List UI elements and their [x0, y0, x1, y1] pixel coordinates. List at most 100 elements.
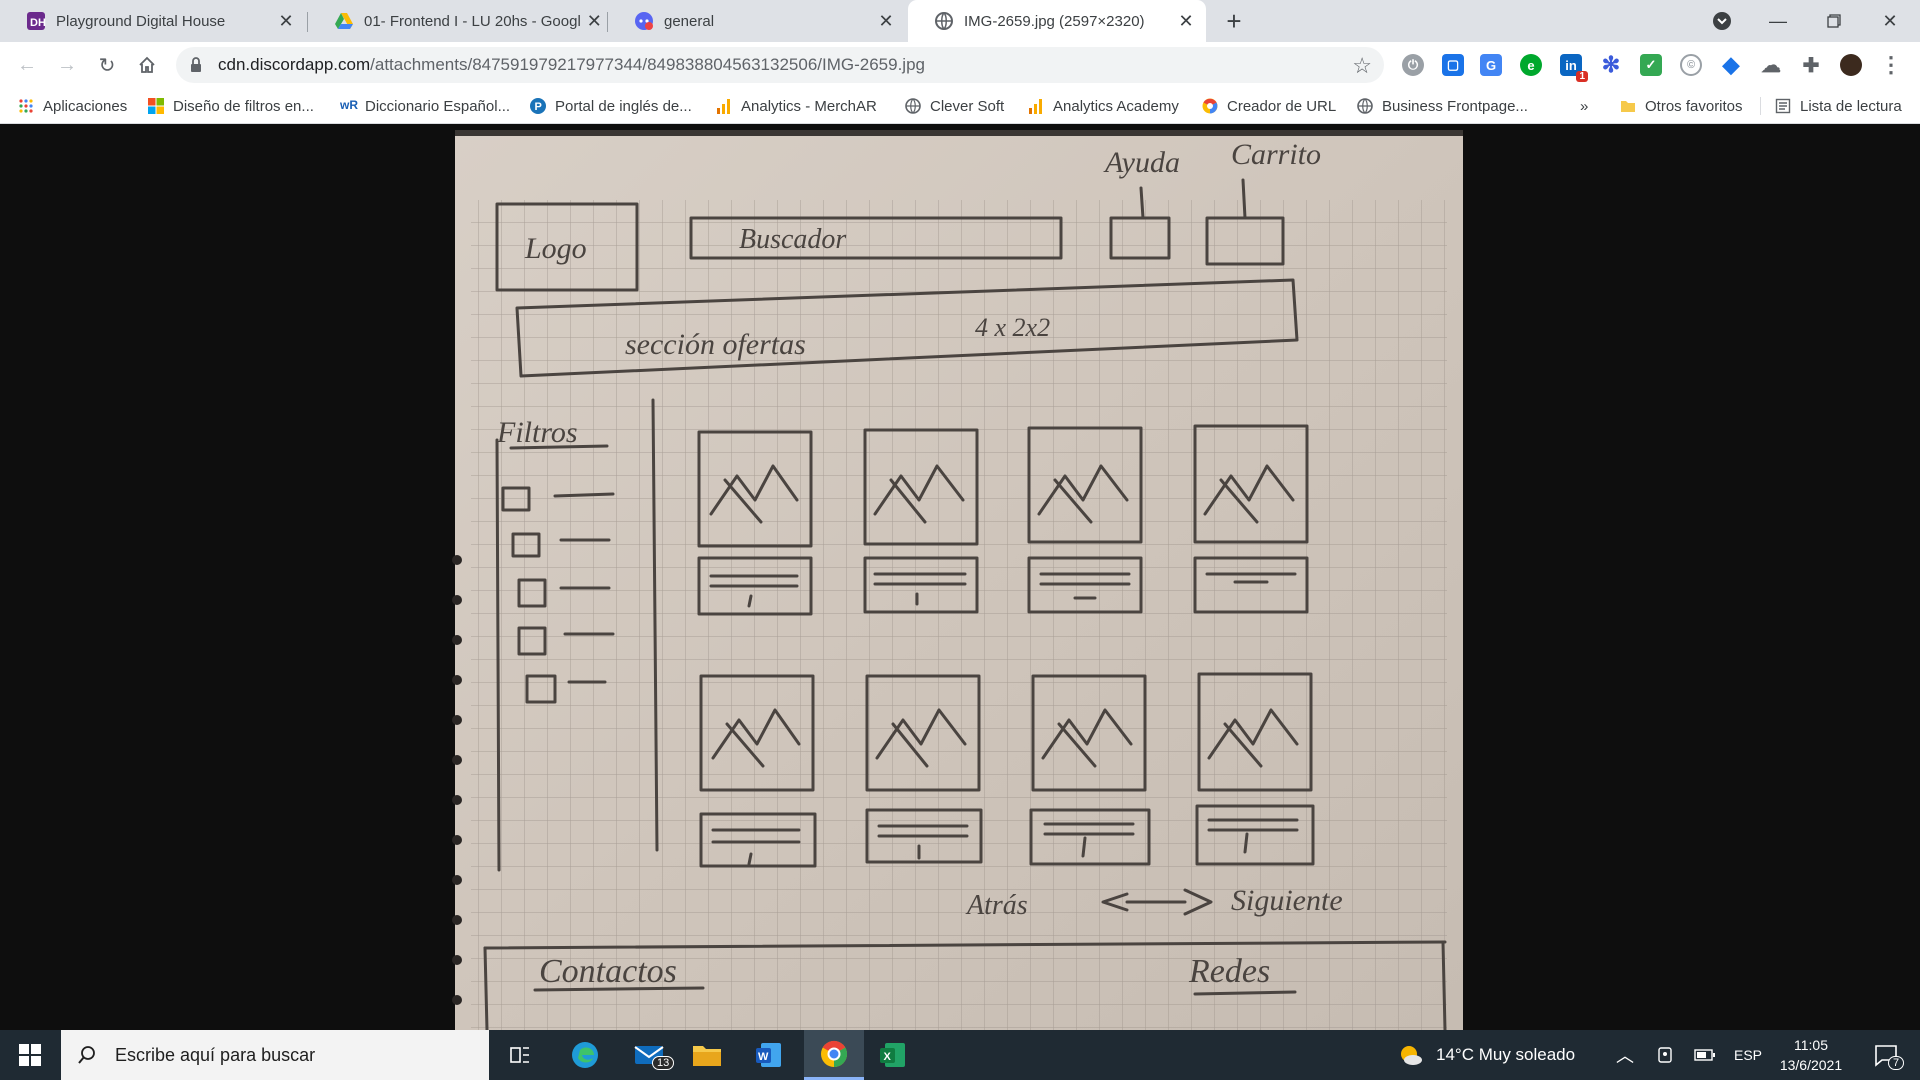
- back-button[interactable]: ←: [17, 53, 37, 76]
- sketch-banner-label: sección ofertas: [625, 328, 806, 361]
- tab-frontend-drive[interactable]: 01- Frontend I - LU 20hs - Googl ✕: [308, 0, 606, 42]
- sketch-filter-checkbox: [517, 578, 547, 608]
- wireframe-sketch-photo[interactable]: Ayuda Carrito Logo Buscador sección ofer…: [452, 130, 1463, 1032]
- linkedin-badge: 1: [1576, 71, 1588, 82]
- language-indicator[interactable]: ESP: [1730, 1030, 1766, 1080]
- restore-button[interactable]: [1806, 0, 1862, 42]
- tab-discord-general[interactable]: general ✕: [608, 0, 906, 42]
- sketch-help-label: Ayuda: [1103, 146, 1180, 179]
- notification-center-button[interactable]: 7: [1866, 1030, 1906, 1080]
- menu-kebab-icon[interactable]: ⋮: [1880, 52, 1902, 77]
- sun-cloud-icon: [1401, 1046, 1422, 1065]
- sketch-footer-sides: [483, 940, 1447, 1032]
- checkmark-icon[interactable]: ✓: [1640, 54, 1662, 76]
- evernote-icon[interactable]: e: [1520, 54, 1542, 76]
- sketch-logo-label: Logo: [524, 232, 587, 265]
- close-tab-icon[interactable]: ✕: [586, 10, 602, 31]
- analytics-icon: [1029, 99, 1042, 114]
- close-tab-icon[interactable]: ✕: [878, 10, 894, 31]
- home-button[interactable]: [130, 48, 164, 82]
- bookmark-clever-soft[interactable]: Clever Soft: [905, 96, 1004, 116]
- clock[interactable]: 11:05 13/6/2021: [1776, 1030, 1846, 1080]
- sketch-product-card: [1195, 672, 1315, 866]
- edge-icon: [572, 1042, 598, 1068]
- tab-search-button[interactable]: [1694, 0, 1750, 42]
- battery-icon[interactable]: [1690, 1030, 1720, 1080]
- taskbar-chrome-active[interactable]: [804, 1030, 864, 1080]
- task-view-button[interactable]: [500, 1030, 540, 1080]
- url-host: cdn.discordapp.com: [218, 55, 371, 74]
- taskbar-search-box[interactable]: Escribe aquí para buscar: [61, 1030, 489, 1080]
- taskbar-edge[interactable]: [560, 1030, 610, 1080]
- url-path: /attachments/847591979217977344/84983880…: [370, 55, 925, 74]
- tab-image-active[interactable]: IMG-2659.jpg (2597×2320) ✕: [908, 0, 1206, 42]
- bookmark-analytics-academy[interactable]: Analytics Academy: [1028, 96, 1179, 116]
- tab-title: 01- Frontend I - LU 20hs - Googl: [364, 12, 581, 30]
- minimize-button[interactable]: —: [1769, 10, 1787, 31]
- word-icon: W: [756, 1043, 781, 1067]
- mail-badge: 13: [652, 1056, 675, 1070]
- globe-icon: [1357, 98, 1373, 114]
- address-bar[interactable]: cdn.discordapp.com/attachments/847591979…: [176, 47, 1384, 83]
- bookmark-portal-ingles[interactable]: P Portal de inglés de...: [530, 96, 692, 116]
- diamond-icon[interactable]: ◆: [1722, 52, 1740, 77]
- globe-icon: [905, 98, 921, 114]
- taskbar-mail[interactable]: 13: [624, 1030, 675, 1080]
- bookmark-analytics-merchar[interactable]: Analytics - MerchAR: [716, 96, 877, 116]
- sketch-product-card: [1029, 674, 1151, 866]
- sketch-footer-top-line: [483, 940, 1447, 950]
- meet-now-icon[interactable]: [1652, 1030, 1678, 1080]
- snowflake-icon[interactable]: ✻: [1601, 52, 1621, 77]
- puzzle-icon[interactable]: ✚: [1802, 54, 1820, 77]
- show-hidden-icons-chevron-icon[interactable]: ︿: [1616, 1046, 1634, 1066]
- sketch-social-label: Redes: [1188, 953, 1270, 990]
- taskbar-excel[interactable]: X: [868, 1030, 918, 1080]
- bookmark-label: Clever Soft: [930, 97, 1005, 115]
- bookmark-disenio-filtros[interactable]: Diseño de filtros en...: [148, 96, 314, 116]
- reload-button[interactable]: ↻: [98, 54, 116, 77]
- bookmark-business-frontpage[interactable]: Business Frontpage...: [1357, 96, 1528, 116]
- sketch-logo-box: [495, 202, 639, 292]
- more-bookmarks-button[interactable]: »: [1580, 96, 1588, 116]
- power-icon[interactable]: ⏻: [1402, 54, 1424, 76]
- bookmark-aplicaciones[interactable]: Aplicaciones: [18, 96, 127, 116]
- sketch-social-underline: [1193, 990, 1297, 996]
- chrome-circle-icon: [1202, 98, 1218, 114]
- discord-favicon-icon: [635, 12, 653, 30]
- tab-playground[interactable]: DH Playground Digital House ✕: [0, 0, 306, 42]
- wordreference-icon: wR: [340, 98, 358, 112]
- bookmark-diccionario[interactable]: wR Diccionario Español...: [340, 96, 510, 116]
- reading-list-button[interactable]: Lista de lectura: [1775, 96, 1902, 116]
- reading-list-icon: [1775, 98, 1791, 114]
- weather-widget[interactable]: 14°C Muy soleado: [1398, 1030, 1588, 1080]
- tab-strip: DH Playground Digital House ✕ 01- Fronte…: [0, 0, 1920, 42]
- other-favorites-folder[interactable]: Otros favoritos: [1620, 96, 1743, 116]
- taskbar-file-explorer[interactable]: [682, 1030, 732, 1080]
- bookmark-creador-url[interactable]: Creador de URL: [1202, 96, 1336, 116]
- sketch-help-arrow: [1139, 186, 1145, 220]
- close-window-button[interactable]: ✕: [1882, 10, 1898, 31]
- copy-icon[interactable]: ©: [1680, 54, 1702, 76]
- chevron-down-circle-icon: [1713, 12, 1731, 30]
- taskbar-word[interactable]: W: [744, 1030, 794, 1080]
- url-text: cdn.discordapp.com/attachments/847591979…: [218, 55, 925, 75]
- screen-reader-icon[interactable]: ▢: [1442, 54, 1464, 76]
- taskbar-search-placeholder: Escribe aquí para buscar: [115, 1044, 316, 1065]
- translate-icon[interactable]: G: [1480, 54, 1502, 76]
- close-tab-icon[interactable]: ✕: [278, 10, 294, 31]
- notification-count: 7: [1888, 1056, 1905, 1070]
- search-icon: [78, 1046, 95, 1064]
- bookmarks-divider: [1760, 97, 1761, 115]
- profile-avatar[interactable]: [1840, 54, 1862, 76]
- bookmark-star-icon[interactable]: ☆: [1352, 53, 1372, 78]
- apps-grid-icon: [19, 99, 33, 113]
- start-button[interactable]: [0, 1030, 60, 1080]
- close-tab-icon[interactable]: ✕: [1178, 10, 1194, 31]
- new-tab-button[interactable]: +: [1226, 6, 1242, 36]
- forward-button[interactable]: →: [57, 53, 77, 76]
- sketch-help-box: [1109, 216, 1171, 260]
- cloud-icon[interactable]: ☁: [1761, 54, 1781, 77]
- sketch-search-box: [689, 216, 1063, 260]
- notebook-spiral: [452, 555, 462, 1005]
- linkedin-icon[interactable]: in 1: [1560, 54, 1588, 82]
